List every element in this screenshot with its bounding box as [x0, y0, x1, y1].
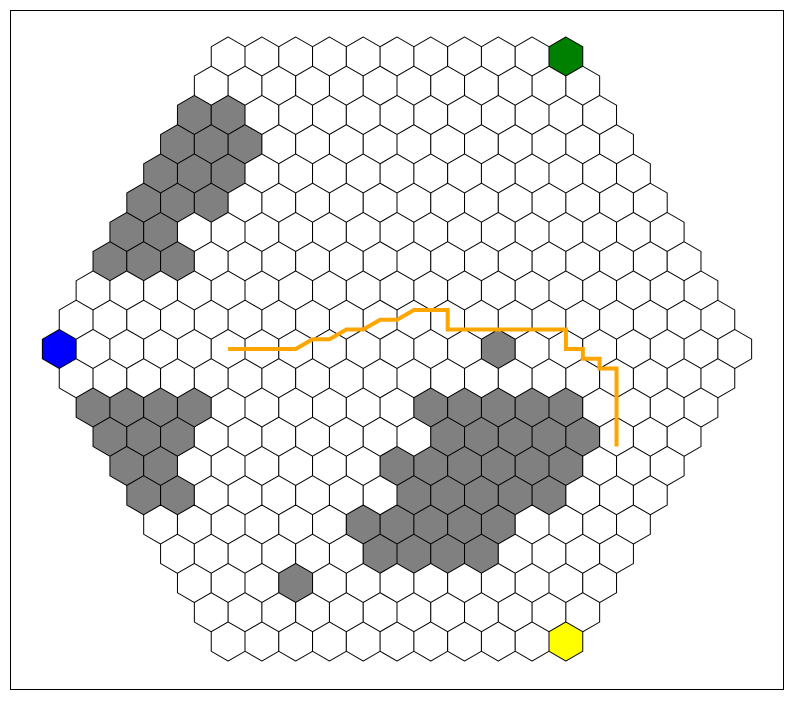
goal-cell[interactable]	[548, 621, 584, 662]
solution-path	[228, 308, 619, 447]
hex-cells	[41, 36, 753, 662]
